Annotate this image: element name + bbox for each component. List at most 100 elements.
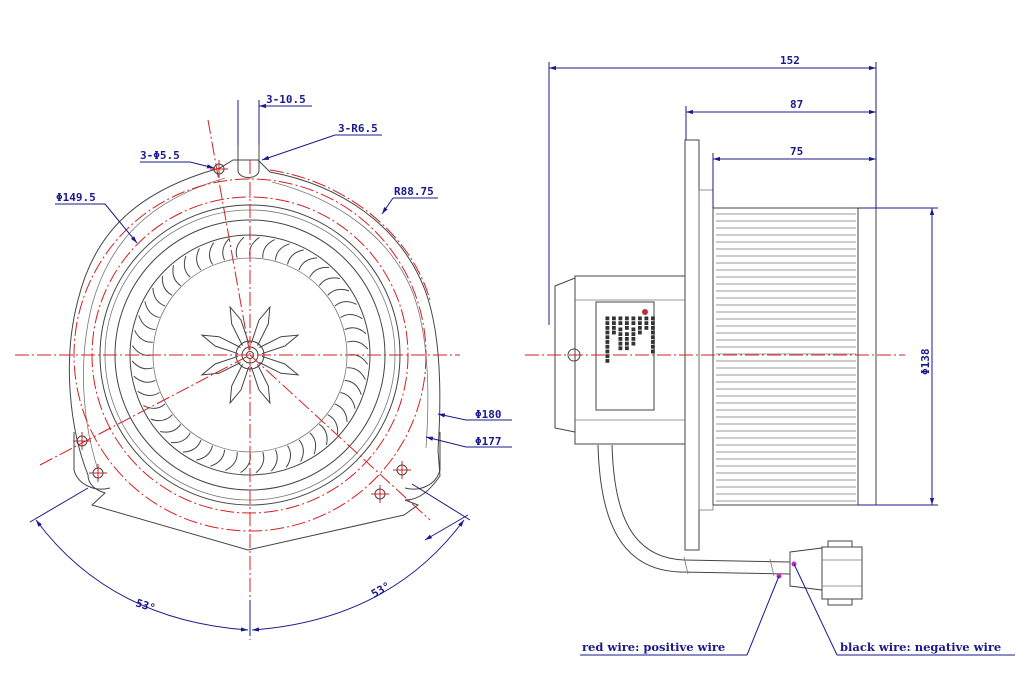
impeller-blade (285, 445, 291, 468)
impeller-blade (143, 403, 166, 409)
dim-slot-width: 3-10.5 (266, 93, 306, 106)
hub-spoke (229, 305, 250, 346)
wheel-ribs (716, 213, 856, 502)
impeller-blade (183, 255, 191, 278)
hub-spoke (200, 334, 241, 355)
dim-wheel-dia: Φ138 (919, 349, 932, 376)
impeller-blade (172, 265, 181, 287)
label-text-line: ■■■■ (637, 316, 643, 335)
side-view: ■■■■■■■■■■■■■■■■ ■■■■■■■■ ■■■■■■ ■■■■■■■… (525, 54, 1015, 656)
impeller-blade (274, 243, 290, 261)
impeller-blade (170, 432, 191, 444)
label-text: ■■■■■■■■■■■■■■■■ ■■■■■■■■ ■■■■■■ ■■■■■■■… (604, 316, 656, 364)
housing-outline (68, 159, 441, 551)
angle-right: 53° (369, 579, 393, 600)
hub-spoke (250, 364, 271, 405)
dim-total-length: 152 (780, 54, 800, 67)
impeller-blade (255, 452, 265, 474)
hub-spoke (229, 364, 250, 405)
impeller-blade (225, 452, 238, 471)
impeller-blade (182, 439, 202, 453)
impeller-blade (298, 257, 318, 271)
radial-line-left (39, 354, 251, 466)
impeller-blade (347, 367, 366, 380)
label-text-line: ■■■ ■■■■ (624, 316, 630, 351)
hub-spoke (259, 334, 300, 355)
label-text-line: ■■ ■■■■ (630, 316, 636, 346)
dim-length-75: 75 (790, 145, 803, 158)
impeller-blade (196, 248, 202, 271)
impeller-blade (309, 432, 317, 455)
red-wire-note: red wire: positive wire (582, 640, 725, 654)
impeller-blade (344, 379, 362, 395)
connector (789, 547, 823, 591)
impeller-blade (340, 392, 356, 409)
angle-arc-left (35, 519, 249, 632)
impeller-blade (160, 424, 182, 433)
angle-arc-right (251, 519, 465, 632)
hub-spoke (200, 355, 241, 376)
label-text-line: ■■■■ (611, 316, 617, 335)
impeller-blade (347, 340, 369, 350)
impeller-blade (319, 423, 328, 445)
impeller-blade (347, 354, 369, 365)
front-view: 3-10.5 3-R6.5 3-Φ5.5 Φ149.5 R88.75 Φ180 … (15, 93, 512, 640)
product-label (595, 301, 655, 411)
r88-arc (269, 169, 431, 301)
angle-left: 53° (134, 596, 157, 615)
impeller-blade (327, 414, 339, 435)
impeller-blade (131, 345, 153, 356)
black-wire-note: black wire: negative wire (840, 640, 1001, 654)
impeller-blade (249, 236, 260, 258)
dim-slot-radius: 3-R6.5 (338, 122, 378, 135)
impeller-blade (209, 242, 215, 265)
impeller-blade (210, 449, 226, 467)
label-text-line: ■■■■■■■■■■ (604, 316, 610, 364)
dim-length-87: 87 (790, 98, 803, 111)
mounting-plate (684, 139, 700, 551)
dim-outer-radius: R88.75 (394, 185, 434, 198)
mounting-hole-left (73, 432, 107, 482)
impeller-blade (334, 403, 348, 423)
blower-wheel (712, 207, 877, 506)
impeller-blade (240, 452, 251, 474)
right-ear (404, 432, 441, 490)
cable (597, 444, 791, 575)
impeller-blade (340, 314, 363, 320)
radial-line-top-left (207, 119, 251, 356)
impeller-blade (327, 288, 350, 296)
radial-line-right (249, 354, 431, 521)
mounting-hole-top (210, 160, 228, 178)
impeller-blade (262, 239, 275, 258)
impeller-blade (150, 414, 173, 422)
impeller-blade (344, 327, 367, 335)
label-text-line: ■■ ■■■■■ (617, 316, 623, 351)
top-slot (237, 145, 260, 178)
impeller-blade (152, 287, 166, 307)
impeller-blade (133, 375, 156, 383)
impeller-blade (161, 275, 173, 296)
impeller-blade (309, 266, 330, 278)
impeller-blade (131, 360, 153, 370)
impeller-blade (334, 301, 357, 307)
impeller-blade (144, 301, 160, 318)
impeller-blade (318, 277, 340, 286)
mounting-hole-right (371, 461, 411, 503)
label-text-line: ■■■■■■■■ (650, 316, 656, 354)
hub-spoke (259, 355, 300, 376)
impeller-blade (196, 445, 213, 461)
impeller-blade (134, 330, 153, 343)
impeller-blade (222, 238, 230, 261)
impeller-blade (137, 390, 160, 396)
impeller-blade (298, 439, 304, 462)
label-text-line: ■■■ (643, 316, 649, 330)
impeller-blade (235, 236, 245, 258)
dim-dia-180: Φ180 (475, 408, 502, 421)
dim-hole-dia: 3-Φ5.5 (140, 149, 180, 162)
hub-star (200, 305, 300, 405)
hub-spoke (250, 305, 271, 346)
left-ear (73, 432, 111, 490)
dim-dia-177: Φ177 (475, 435, 502, 448)
impeller-blade (287, 249, 304, 265)
